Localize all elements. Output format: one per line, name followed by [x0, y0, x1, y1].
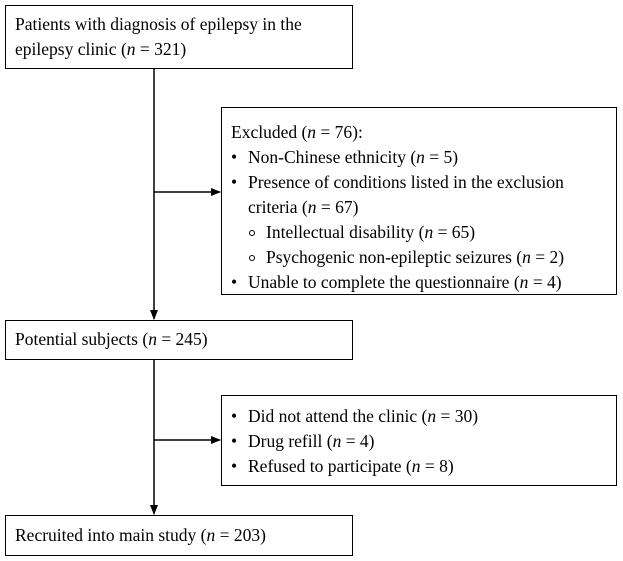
item-count: = 67): [316, 197, 359, 217]
n-symbol: n: [332, 431, 342, 451]
patients-count: = 321): [135, 39, 187, 59]
n-symbol: n: [126, 39, 136, 59]
item-text-line-2: criteria (: [248, 197, 308, 217]
excluded-item-ethnicity: Non-Chinese ethnicity (n = 5): [231, 145, 616, 170]
patients-line-1: Patients with diagnosis of epilepsy in t…: [15, 14, 302, 34]
n-symbol: n: [522, 247, 531, 267]
excluded-heading-text: Excluded (: [231, 122, 308, 142]
item-count: = 2): [530, 247, 565, 267]
item-count: = 65): [433, 222, 476, 242]
box-excluded: Excluded (n = 76): Non-Chinese ethnicity…: [221, 107, 617, 295]
excluded-count: = 76):: [316, 122, 363, 142]
excluded-subitem-psychogenic-seizures: Psychogenic non-epileptic seizures (n = …: [231, 245, 616, 270]
excluded2-item-refused: Refused to participate (n = 8): [231, 454, 616, 479]
item-text: Did not attend the clinic (: [248, 406, 428, 426]
item-text-line-1: Presence of conditions listed in the exc…: [248, 172, 564, 192]
item-count: = 4): [341, 431, 375, 451]
n-symbol: n: [424, 222, 434, 242]
item-count: = 30): [436, 406, 479, 426]
n-symbol: n: [411, 456, 421, 476]
recruited-label: Recruited into main study (n = 203): [15, 523, 352, 548]
box-excluded-second: Did not attend the clinic (n = 30) Drug …: [221, 395, 617, 486]
n-symbol: n: [416, 147, 425, 167]
excluded2-item-not-attend: Did not attend the clinic (n = 30): [231, 404, 616, 429]
recruited-count: = 203): [215, 525, 266, 545]
excluded-list: Non-Chinese ethnicity (n = 5) Presence o…: [231, 145, 616, 295]
potential-count: = 245): [156, 329, 208, 349]
n-symbol: n: [206, 525, 216, 545]
excluded2-item-drug-refill: Drug refill (n = 4): [231, 429, 616, 454]
item-count: = 5): [424, 147, 459, 167]
n-symbol: n: [307, 197, 317, 217]
potential-label: Potential subjects (n = 245): [15, 327, 352, 352]
item-text: Intellectual disability (: [266, 222, 425, 242]
n-symbol: n: [307, 122, 317, 142]
recruited-text: Recruited into main study (: [15, 525, 207, 545]
box-potential-subjects: Potential subjects (n = 245): [5, 320, 353, 360]
item-text: Refused to participate (: [248, 456, 412, 476]
box-patients-diagnosed: Patients with diagnosis of epilepsy in t…: [5, 5, 353, 69]
excluded-subitem-intellectual-disability: Intellectual disability (n = 65): [231, 220, 616, 245]
excluded-item-conditions: Presence of conditions listed in the exc…: [231, 170, 616, 220]
item-text: Unable to complete the questionnaire (: [248, 272, 520, 292]
n-symbol: n: [427, 406, 437, 426]
excluded-heading: Excluded (n = 76):: [231, 120, 616, 145]
excluded-item-questionnaire: Unable to complete the questionnaire (n …: [231, 270, 616, 295]
item-text: Drug refill (: [248, 431, 333, 451]
n-symbol: n: [519, 272, 529, 292]
patients-line-2: epilepsy clinic (n = 321): [15, 37, 352, 62]
item-count: = 8): [420, 456, 454, 476]
potential-text: Potential subjects (: [15, 329, 149, 349]
patients-line-2-text: epilepsy clinic (: [15, 39, 127, 59]
item-text: Psychogenic non-epileptic seizures (: [266, 247, 523, 267]
n-symbol: n: [148, 329, 157, 349]
excluded2-list: Did not attend the clinic (n = 30) Drug …: [231, 404, 616, 479]
box-recruited: Recruited into main study (n = 203): [5, 515, 353, 556]
item-text: Non-Chinese ethnicity (: [248, 147, 417, 167]
item-count: = 4): [528, 272, 562, 292]
